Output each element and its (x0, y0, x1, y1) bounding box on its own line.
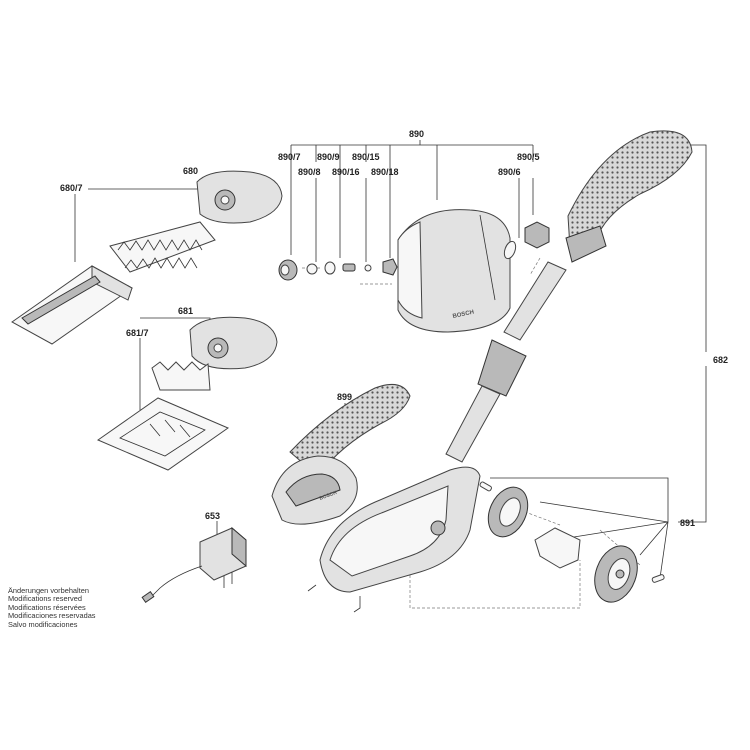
handle-unit-899 (271, 383, 411, 525)
note-line-fr: Modifications réservées (8, 602, 86, 612)
charger-653 (141, 526, 247, 604)
label-890-16: 890/16 (332, 167, 360, 177)
blade-guard-681-7 (96, 397, 230, 471)
grass-blade-681 (151, 316, 278, 391)
wheel-kit-891 (479, 481, 665, 603)
label-890-8: 890/8 (298, 167, 321, 177)
label-890-18: 890/18 (371, 167, 399, 177)
fasteners-890-6-890-5 (503, 221, 550, 260)
label-681-7: 681/7 (126, 328, 149, 338)
part-labels: 680 680/7 681 681/7 653 890 890/7 890/9 … (60, 129, 728, 528)
telescopic-handle-682 (445, 130, 693, 463)
note-line-de: Änderungen vorbehalten (8, 586, 89, 595)
label-682: 682 (713, 355, 728, 365)
note-line-es: Modificaciones reservadas (8, 611, 96, 621)
label-890-6: 890/6 (498, 167, 521, 177)
modifications-note: Änderungen vorbehalten Modifications res… (8, 586, 96, 629)
label-890-9: 890/9 (317, 152, 340, 162)
label-890-5: 890/5 (517, 152, 540, 162)
blade-guard-680-7 (11, 265, 133, 345)
label-890-7: 890/7 (278, 152, 301, 162)
note-line-es-2: Salvo modificaciones (8, 619, 78, 629)
label-890-15: 890/15 (352, 152, 380, 162)
trolley-chassis (307, 466, 481, 613)
brand-mark-handle: BOSCH (319, 490, 338, 502)
label-680: 680 (183, 166, 198, 176)
hedge-blade-680 (109, 170, 283, 273)
label-653: 653 (205, 511, 220, 521)
motor-housing-890 (397, 209, 511, 333)
label-680-7: 680/7 (60, 183, 83, 193)
label-681: 681 (178, 306, 193, 316)
label-891: 891 (680, 518, 695, 528)
label-899: 899 (337, 392, 352, 402)
brand-mark-motor: BOSCH (452, 310, 474, 320)
label-890: 890 (409, 129, 424, 139)
note-line-en: Modifications reserved (8, 594, 82, 604)
small-parts-890 (278, 258, 398, 281)
